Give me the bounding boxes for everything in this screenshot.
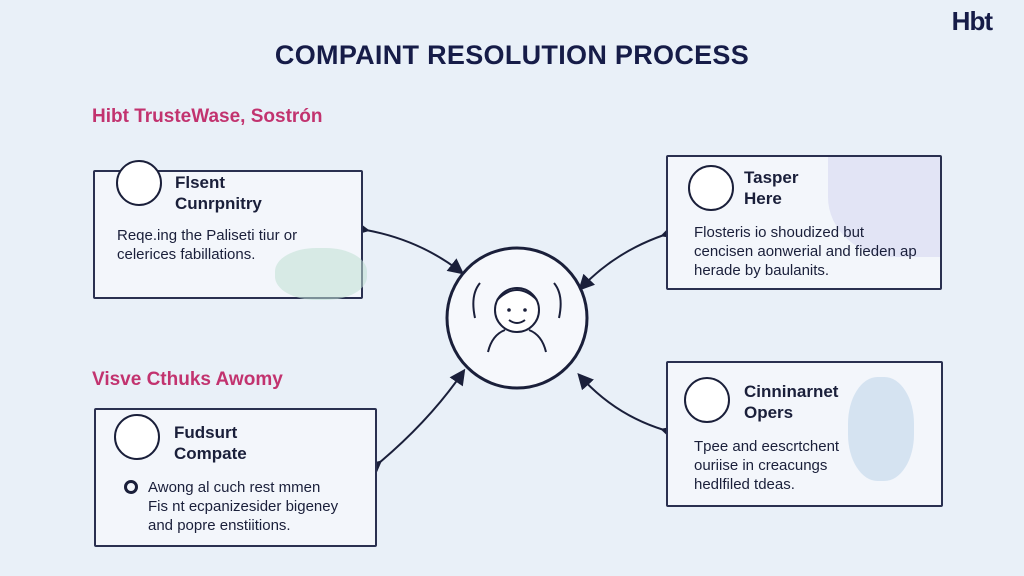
logo: Hbt (951, 6, 993, 36)
section-heading-bottom: Visve Cthuks Awomy (92, 369, 283, 390)
center-person-icon (445, 246, 589, 390)
card-text: Awong al cuch rest mmen (148, 479, 321, 496)
person-avatar-icon (684, 377, 730, 423)
page-title: COMPAINT RESOLUTION PROCESS (274, 40, 750, 70)
arrow-bottom-right (577, 373, 678, 442)
person-avatar-icon (116, 160, 162, 206)
person-avatar-icon (114, 414, 160, 460)
arrow-bottom-left (364, 368, 466, 477)
arrow-top-left (352, 219, 465, 275)
check-circle-icon (124, 480, 138, 494)
person-avatar-icon (688, 165, 734, 211)
arrow-top-right (578, 223, 678, 291)
section-heading-top: Hibt TrusteWase, Sostrón (92, 106, 323, 127)
